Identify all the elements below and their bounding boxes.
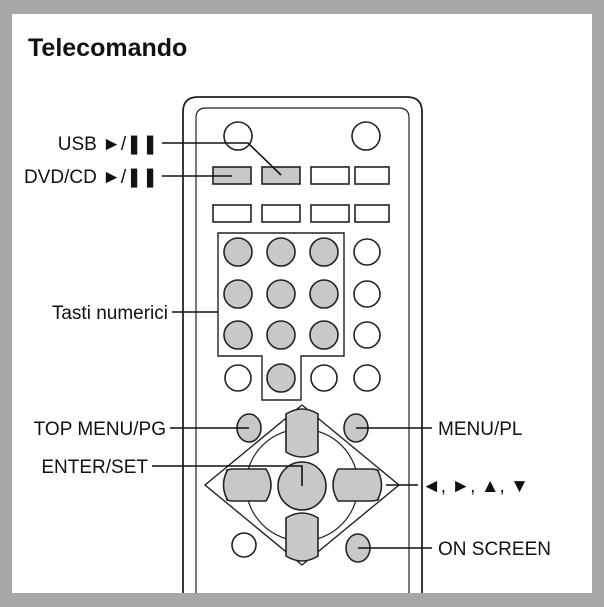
bottom-middle-button[interactable] xyxy=(310,364,338,392)
power-button[interactable] xyxy=(223,121,253,151)
up-arrow-key[interactable] xyxy=(285,408,319,458)
enter-set-label: ENTER/SET xyxy=(41,457,148,478)
numeric-key-7[interactable] xyxy=(223,320,253,350)
rect-button-2-2[interactable] xyxy=(261,204,301,223)
numeric-key-5[interactable] xyxy=(266,279,296,309)
on-screen-label: ON SCREEN xyxy=(438,539,551,560)
numeric-key-1[interactable] xyxy=(223,237,253,267)
numeric-key-2[interactable] xyxy=(266,237,296,267)
left-arrow-key[interactable] xyxy=(222,468,272,502)
right-arrow-key[interactable] xyxy=(332,468,383,502)
side-button-3[interactable] xyxy=(353,321,381,349)
numeric-key-9[interactable] xyxy=(309,320,339,350)
numeric-keys-outline xyxy=(217,232,345,401)
numeric-key-3[interactable] xyxy=(309,237,339,267)
enter-set-leader-line xyxy=(152,465,303,486)
top-menu-label: TOP MENU/PG xyxy=(34,419,166,440)
dvdcd-label: DVD/CD ►/❚❚ xyxy=(24,167,158,188)
side-button-2[interactable] xyxy=(353,280,381,308)
numeric-key-6[interactable] xyxy=(309,279,339,309)
rect-button-2-3[interactable] xyxy=(310,204,350,223)
top-right-button[interactable] xyxy=(351,121,381,151)
numeric-key-8[interactable] xyxy=(266,320,296,350)
diagram-title: Telecomando xyxy=(28,34,187,62)
rect-button-2-4[interactable] xyxy=(354,204,390,223)
navigation-diamond xyxy=(203,404,401,566)
numeric-keys-label: Tasti numerici xyxy=(52,303,168,324)
numeric-key-4[interactable] xyxy=(223,279,253,309)
side-button-1[interactable] xyxy=(353,238,381,266)
usb-leader-line xyxy=(162,142,282,176)
menu-pl-label: MENU/PL xyxy=(438,419,522,440)
rect-button-1-4[interactable] xyxy=(354,166,390,185)
arrows-label: ◄, ►, ▲, ▼ xyxy=(422,476,529,497)
numeric-key-0[interactable] xyxy=(266,363,296,393)
rect-button-1-3[interactable] xyxy=(310,166,350,185)
remote-body-inner-edge xyxy=(195,107,410,593)
usb-play-pause-button[interactable] xyxy=(261,166,301,185)
bottom-left-nav-button[interactable] xyxy=(231,532,257,558)
usb-label: USB ►/❚❚ xyxy=(58,134,158,155)
bottom-left-button[interactable] xyxy=(224,364,252,392)
down-arrow-key[interactable] xyxy=(285,512,319,562)
side-button-4[interactable] xyxy=(353,364,381,392)
rect-button-2-1[interactable] xyxy=(212,204,252,223)
